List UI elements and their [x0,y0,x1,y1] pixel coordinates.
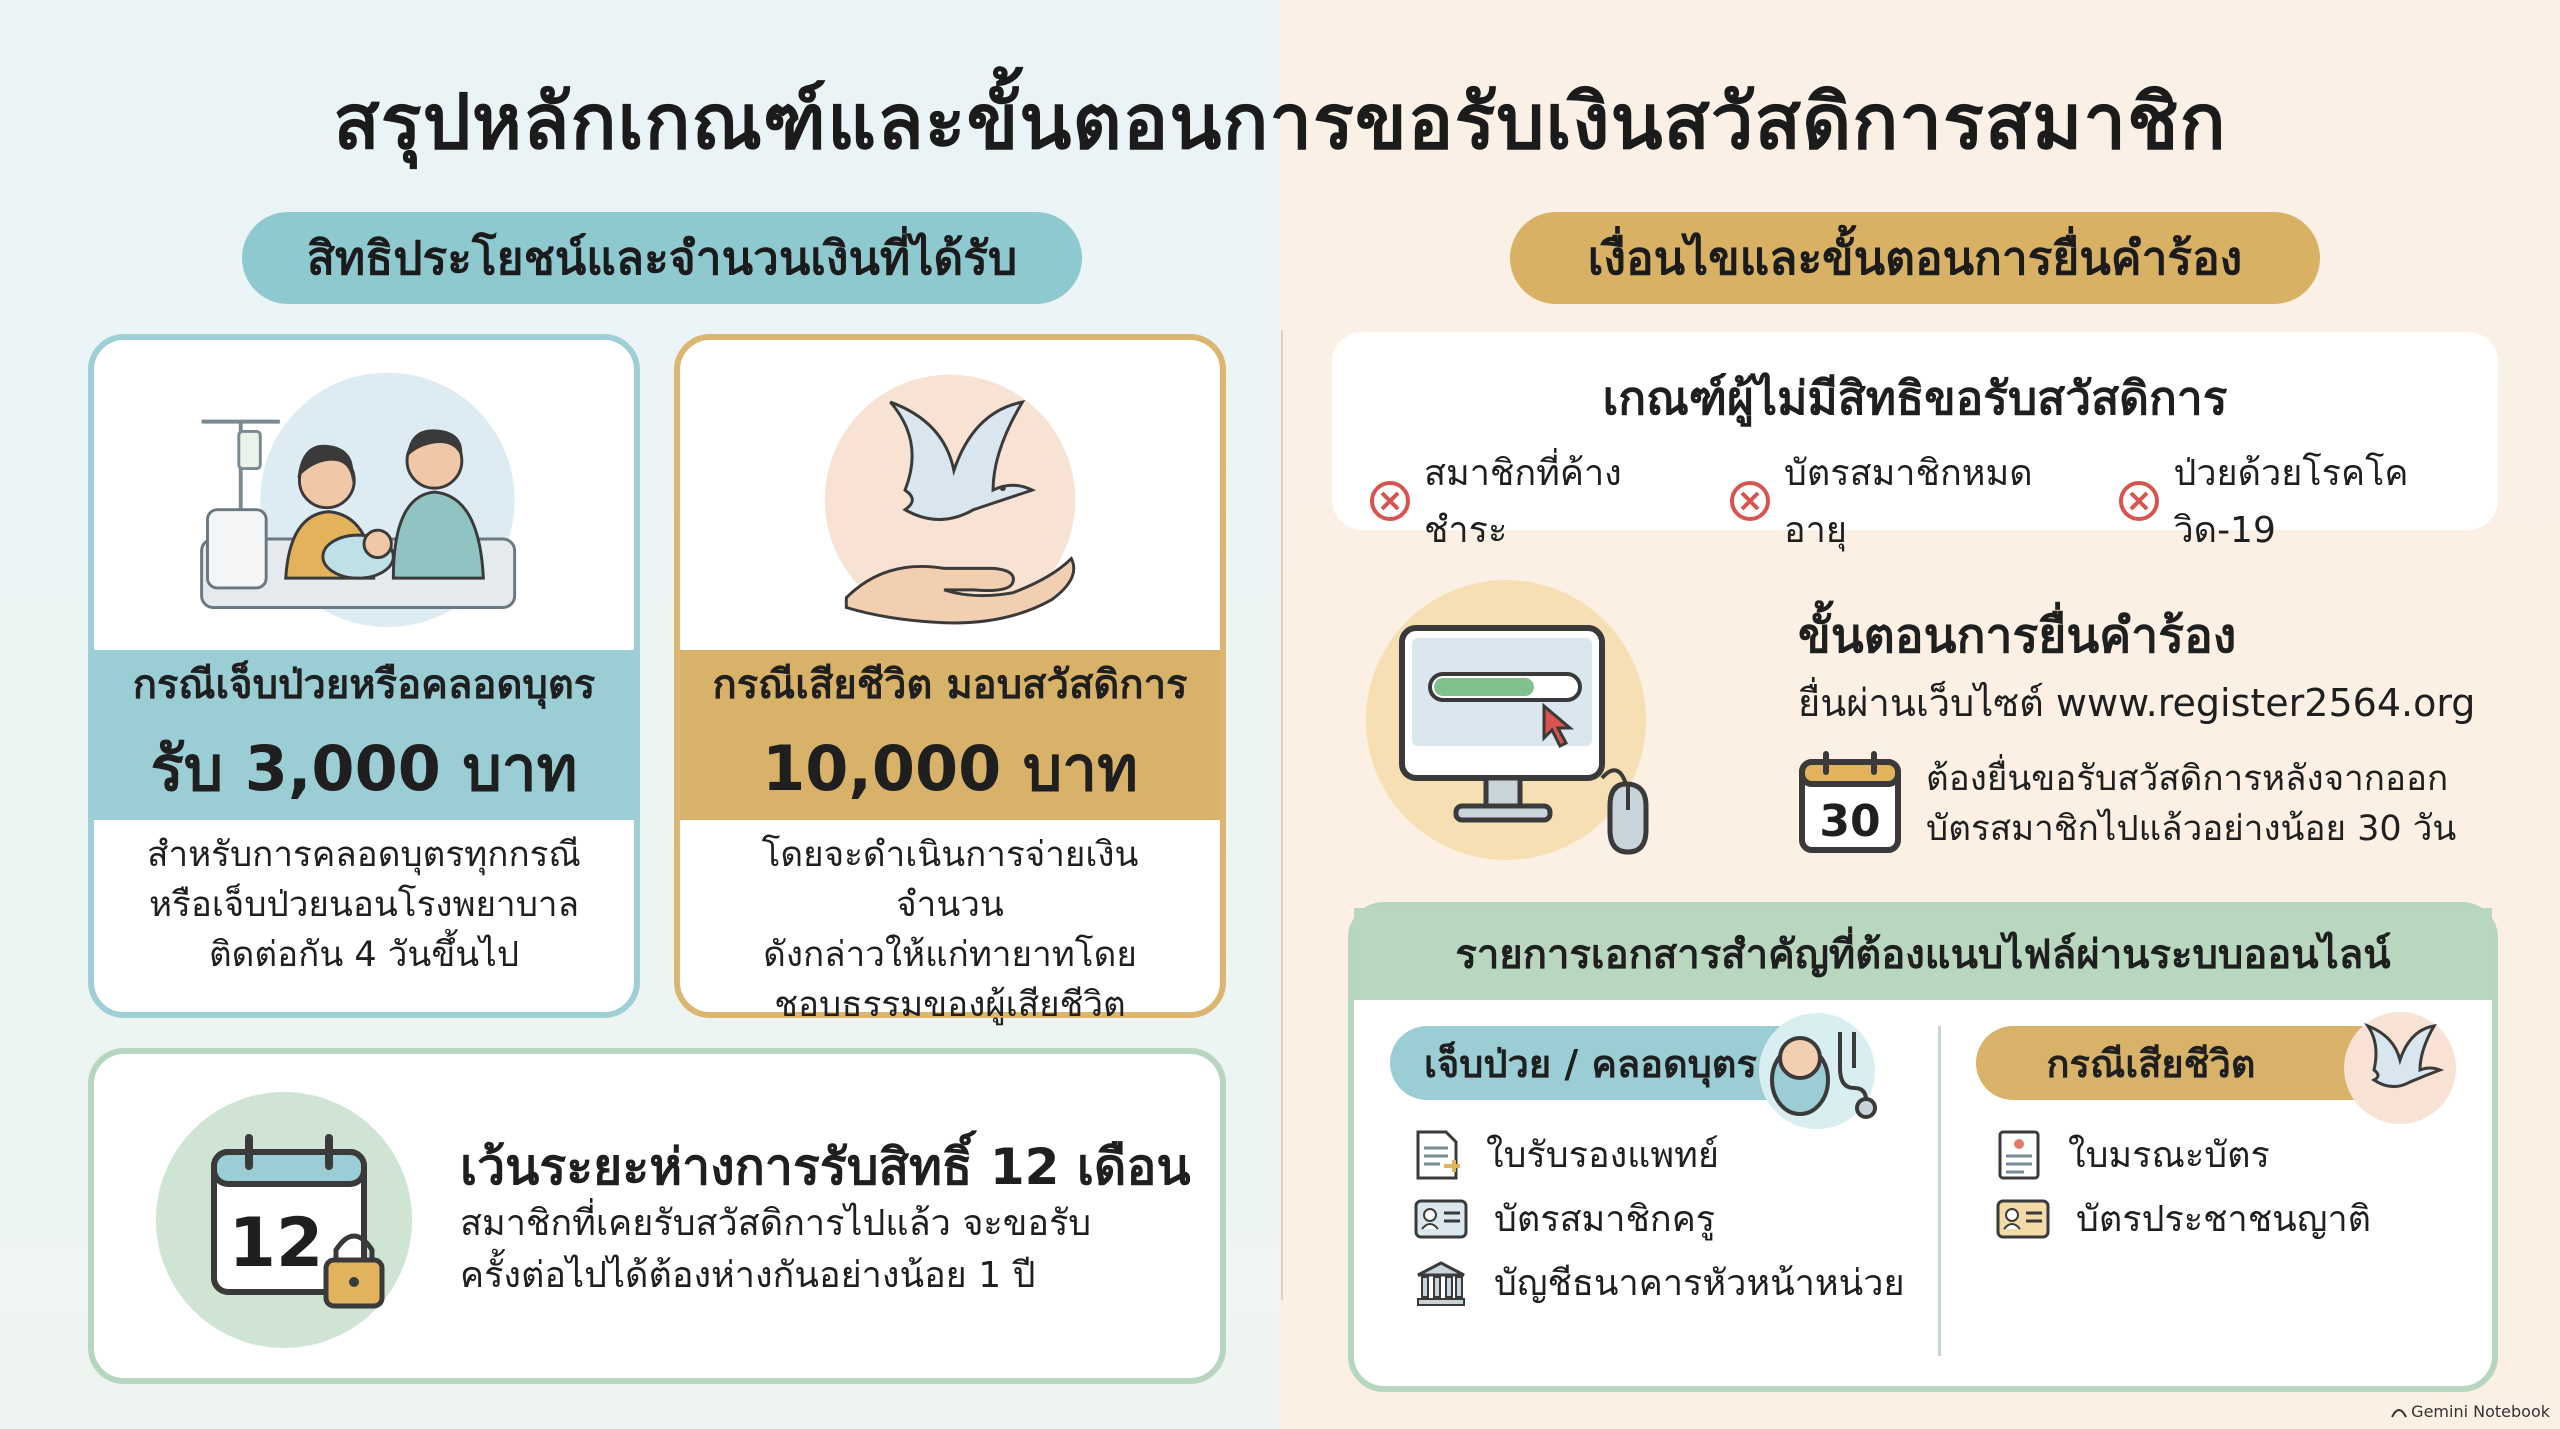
death-amount: 10,000 บาท [762,732,1138,805]
criteria-item: สมาชิกที่ค้างชำระ [1368,444,1694,558]
documents-title: รายการเอกสารสำคัญที่ต้องแนบไฟล์ผ่านระบบอ… [1354,908,2492,1000]
note-line: ต้องยื่นขอรับสวัสดิการหลังจากออก [1926,759,2449,799]
dove-icon [2344,1012,2456,1124]
x-circle-icon [1730,481,1771,521]
criteria-item: บัตรสมาชิกหมดอายุ [1728,444,2083,558]
docs-divider [1938,1026,1941,1356]
submission-note: ต้องยื่นขอรับสวัสดิการหลังจากออก บัตรสมา… [1926,754,2486,854]
waiting-desc-line: สมาชิกที่เคยรับสวัสดิการไปแล้ว จะขอรับ [460,1203,1092,1244]
computer-mouse-icon [1366,580,1649,860]
brand-watermark: Gemini Notebook [2391,1402,2550,1421]
waiting-period-card: 12 [88,1048,1226,1384]
doc-label: บัตรสมาชิกครู [1494,1199,1716,1240]
illness-docs-label: เจ็บป่วย / คลอดบุตร [1424,1041,1757,1086]
steps-calendar-number: 30 [1819,796,1880,847]
doc-item: ใบมรณะบัตร [1996,1126,2270,1183]
waiting-title: เว้นระยะห่างการรับสิทธิ์ 12 เดือน [460,1138,1191,1196]
criteria-label: สมาชิกที่ค้างชำระ [1424,453,1622,551]
death-amount-band: กรณีเสียชีวิต มอบสวัสดิการ 10,000 บาท [680,650,1220,820]
doc-label: บัตรประชาชนญาติ [2076,1199,2372,1240]
illness-docs-pill: เจ็บป่วย / คลอดบุตร [1390,1026,1820,1100]
member-card-icon [1414,1199,1468,1238]
death-docs-pill: กรณีเสียชีวิต [1976,1026,2406,1100]
illness-benefit-card: กรณีเจ็บป่วยหรือคลอดบุตร รับ 3,000 บาท ส… [88,334,640,1018]
criteria-item: ป่วยด้วยโรคโควิด-19 [2117,444,2498,558]
waiting-calendar-number: 12 [229,1204,324,1283]
death-certificate-icon [1998,1130,2040,1179]
calendar-30-icon: 30 [1799,751,1901,853]
death-docs-label: กรณีเสียชีวิต [2046,1041,2256,1086]
baby-stethoscope-icon [1759,1013,1877,1129]
medical-certificate-icon [1416,1130,1460,1179]
x-circle-icon [2119,481,2160,521]
benefits-header: สิทธิประโยชน์และจำนวนเงินที่ได้รับ [242,212,1082,304]
criteria-title: เกณฑ์ผู้ไม่มีสิทธิขอรับสวัสดิการ [1602,371,2228,425]
doc-item: บัญชีธนาคารหัวหน้าหน่วย [1414,1254,1905,1311]
waiting-desc-line: ครั้งต่อไปได้ต้องห่างกันอย่างน้อย 1 ปี [460,1255,1036,1296]
page-title: สรุปหลักเกณฑ์และขั้นตอนการขอรับเงินสวัสด… [333,77,2227,166]
illness-desc-line: หรือเจ็บป่วยนอนโรงพยาบาล [148,885,580,925]
submission-url: ยื่นผ่านเว็บไซต์ www.register2564.org [1798,681,2476,725]
illness-desc-line: สำหรับการคลอดบุตรทุกกรณี [147,835,581,875]
death-desc-line: ดังกล่าวให้แก่ทายาทโดย [763,935,1137,975]
death-desc-line: โดยจะดำเนินการจ่ายเงินจำนวน [761,835,1139,925]
brand-logo-icon [2391,1408,2408,1417]
steps-title: ขั้นตอนการยื่นคำร้อง [1798,608,2237,664]
doc-item: ใบรับรองแพทย์ [1414,1126,1719,1183]
conditions-header: เงื่อนไขและขั้นตอนการยื่นคำร้อง [1510,212,2320,304]
illness-amount-band: กรณีเจ็บป่วยหรือคลอดบุตร รับ 3,000 บาท [94,650,634,820]
criteria-label: ป่วยด้วยโรคโควิด-19 [2173,453,2409,551]
death-benefit-card: กรณีเสียชีวิต มอบสวัสดิการ 10,000 บาท โด… [674,334,1226,1025]
doc-item: บัตรสมาชิกครู [1414,1190,1715,1247]
waiting-description: สมาชิกที่เคยรับสวัสดิการไปแล้ว จะขอรับ ค… [460,1198,1120,1302]
illness-description: สำหรับการคลอดบุตรทุกกรณี หรือเจ็บป่วยนอน… [94,830,634,980]
illness-amount: รับ 3,000 บาท [150,732,578,805]
x-circle-icon [1370,481,1410,521]
death-case-label: กรณีเสียชีวิต มอบสวัสดิการ [712,662,1188,708]
hospital-family-icon [200,372,517,628]
death-description: โดยจะดำเนินการจ่ายเงินจำนวน ดังกล่าวให้แ… [680,830,1220,1030]
death-desc-line: ชอบธรรมของผู้เสียชีวิต [774,985,1126,1025]
illness-case-label: กรณีเจ็บป่วยหรือคลอดบุตร [132,662,596,708]
ineligibility-criteria-card: เกณฑ์ผู้ไม่มีสิทธิขอรับสวัสดิการ สมาชิกท… [1332,332,2498,551]
bank-icon [1417,1260,1465,1306]
criteria-label: บัตรสมาชิกหมดอายุ [1784,453,2033,551]
illness-desc-line: ติดต่อกัน 4 วันขึ้นไป [208,935,520,975]
calendar-lock-icon: 12 [156,1092,412,1348]
doc-label: ใบมรณะบัตร [2068,1135,2270,1176]
doc-item: บัตรประชาชนญาติ [1996,1190,2371,1247]
criteria-list: สมาชิกที่ค้างชำระ บัตรสมาชิกหมดอายุ ป่วย… [1368,444,2498,558]
note-line: บัตรสมาชิกไปแล้วอย่างน้อย 30 วัน [1926,809,2457,849]
column-divider [1281,330,1283,1300]
doc-label: ใบรับรองแพทย์ [1486,1135,1719,1176]
id-card-icon [1996,1199,2050,1238]
documents-card: รายการเอกสารสำคัญที่ต้องแนบไฟล์ผ่านระบบอ… [1348,902,2498,1392]
brand-label: Gemini Notebook [2411,1402,2550,1421]
doc-label: บัญชีธนาคารหัวหน้าหน่วย [1494,1263,1905,1304]
dove-hand-icon [824,374,1076,626]
